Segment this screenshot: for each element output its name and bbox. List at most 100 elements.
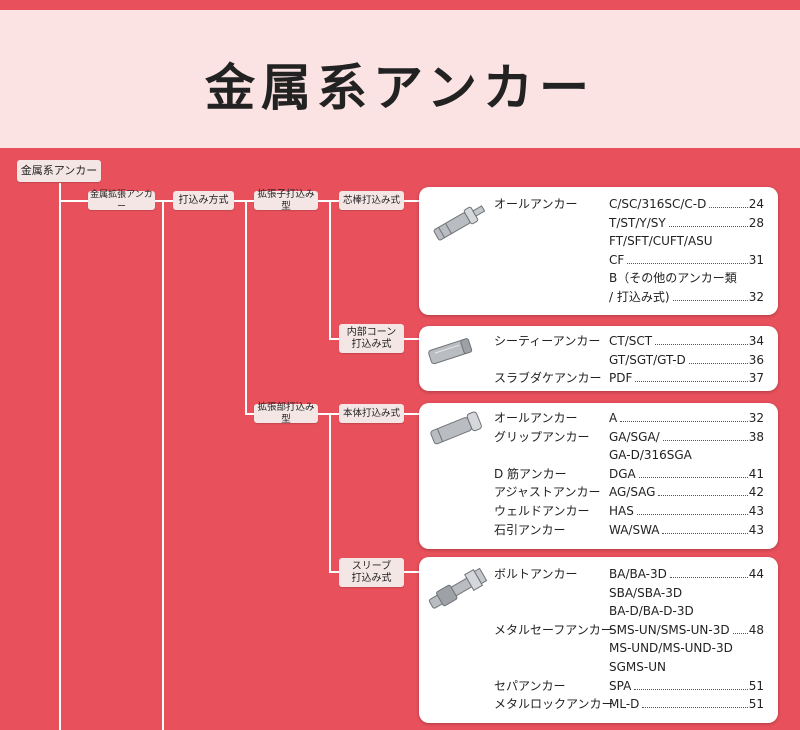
- product-model: CF: [609, 252, 625, 267]
- tree-line: [234, 200, 254, 202]
- tree-line: [162, 200, 164, 730]
- ct-anchor-image: [428, 338, 473, 365]
- bolt-anchor-image: [428, 567, 488, 609]
- product-name: メタルセーフアンカー: [494, 622, 613, 637]
- product-model: MS-UND/MS-UND-3D: [609, 641, 733, 656]
- product-name: 石引アンカー: [494, 522, 566, 537]
- page-number: 28: [748, 215, 764, 230]
- tree-line: [155, 200, 175, 202]
- page-number: 37: [748, 371, 764, 386]
- tree-body-drive-label: 本体打込み式: [339, 404, 404, 423]
- leader-dots: [662, 439, 748, 441]
- tree-line: [329, 571, 339, 573]
- product-name: スラブダケアンカー: [494, 371, 602, 386]
- tree-method-label: 打込み方式: [173, 191, 234, 210]
- leader-dots: [688, 362, 748, 364]
- leader-dots: [636, 514, 748, 515]
- page-number: 34: [748, 334, 764, 348]
- page-number: 41: [748, 466, 764, 481]
- tree-sleeve-line1: スリーブ: [351, 560, 392, 572]
- product-model: GA/SGA/: [609, 429, 660, 444]
- leader-dots: [638, 476, 748, 478]
- product-model: WA/SWA: [609, 522, 660, 537]
- page-number: 51: [748, 678, 764, 693]
- product-model: PDF: [609, 371, 633, 386]
- tree-expansion-label: 金属拡張アンカー: [88, 190, 155, 212]
- product-panel: [419, 326, 778, 391]
- product-model: BA/BA-3D: [609, 567, 667, 581]
- tree-line: [404, 571, 419, 573]
- page-number: 42: [748, 485, 764, 500]
- product-name: アジャストアンカー: [494, 485, 601, 500]
- product-model: ML-D: [609, 697, 640, 712]
- leader-dots: [658, 495, 748, 497]
- tree-child-expand-label: 拡張子打込み型: [254, 189, 318, 212]
- page-number: 32: [748, 411, 764, 425]
- tree-line: [318, 200, 339, 202]
- leader-dots: [662, 532, 748, 534]
- all-anchor-image: [433, 205, 486, 241]
- product-name: セパアンカー: [494, 678, 566, 693]
- product-name: シーティーアンカー: [494, 334, 601, 348]
- tree-line: [404, 338, 419, 340]
- product-model: HAS: [609, 504, 634, 518]
- leader-dots: [642, 707, 748, 709]
- page-number: 32: [748, 290, 764, 304]
- tree-root-label: 金属系アンカー: [17, 160, 101, 182]
- product-model: GA-D/316SGA: [609, 448, 692, 463]
- tree-line: [329, 338, 339, 340]
- tree-line: [318, 413, 339, 415]
- page-number: 24: [748, 197, 764, 211]
- tree-inner-cone-line1: 内部コーン: [346, 326, 397, 338]
- tree-line: [245, 200, 247, 415]
- grip-anchor-image: [430, 411, 482, 445]
- product-model: B（その他のアンカー類: [609, 271, 737, 286]
- leader-dots: [635, 381, 748, 383]
- product-model: GT/SGT/GT-D: [609, 352, 686, 367]
- tree-line: [329, 413, 331, 573]
- product-model: DGA: [609, 466, 636, 481]
- product-name: オールアンカー: [494, 197, 578, 211]
- product-name: グリップアンカー: [494, 429, 590, 444]
- page-number: 31: [748, 252, 764, 267]
- page-number: 38: [748, 429, 764, 444]
- product-model: BA-D/BA-D-3D: [609, 604, 694, 619]
- tree-line: [245, 413, 256, 415]
- tree-line: [404, 200, 419, 202]
- top-strip: [0, 0, 800, 10]
- leader-dots: [709, 207, 748, 208]
- tree-line: [404, 413, 419, 415]
- tree-body-expand-label: 拡張部打込み型: [254, 402, 318, 425]
- product-name: メタルロックアンカー: [494, 697, 614, 712]
- tree-inner-cone-label: 内部コーン 打込み式: [339, 324, 404, 353]
- product-name: ボルトアンカー: [494, 567, 578, 581]
- leader-dots: [668, 225, 748, 227]
- product-model: SBA/SBA-3D: [609, 585, 683, 600]
- product-model: AG/SAG: [609, 485, 656, 500]
- page-number: 36: [748, 352, 764, 367]
- product-model: T/ST/Y/SY: [609, 215, 666, 230]
- leader-dots: [634, 688, 748, 690]
- product-name: オールアンカー: [494, 411, 578, 425]
- leader-dots: [732, 632, 748, 634]
- tree-inner-cone-line2: 打込み式: [351, 338, 392, 350]
- header: 金属系アンカー: [0, 10, 800, 148]
- product-model: C/SC/316SC/C-D: [609, 197, 707, 211]
- product-panel: [419, 557, 778, 723]
- product-model: SPA: [609, 678, 632, 693]
- tree-line: [59, 183, 61, 730]
- product-model: FT/SFT/CUFT/ASU: [609, 234, 713, 249]
- tree-sleeve-line2: 打込み式: [351, 572, 392, 584]
- product-model: SMS-UN/SMS-UN-3D: [609, 622, 730, 637]
- product-model: / 打込み式): [609, 290, 670, 304]
- leader-dots: [669, 577, 748, 578]
- leader-dots: [672, 300, 748, 301]
- product-name: D 筋アンカー: [494, 466, 567, 481]
- page-number: 51: [748, 697, 764, 712]
- page-number: 44: [748, 567, 764, 581]
- leader-dots: [620, 421, 748, 422]
- product-panel: [419, 403, 778, 549]
- page-title: 金属系アンカー: [205, 59, 595, 117]
- tree-line: [59, 200, 90, 202]
- page-number: 48: [748, 622, 764, 637]
